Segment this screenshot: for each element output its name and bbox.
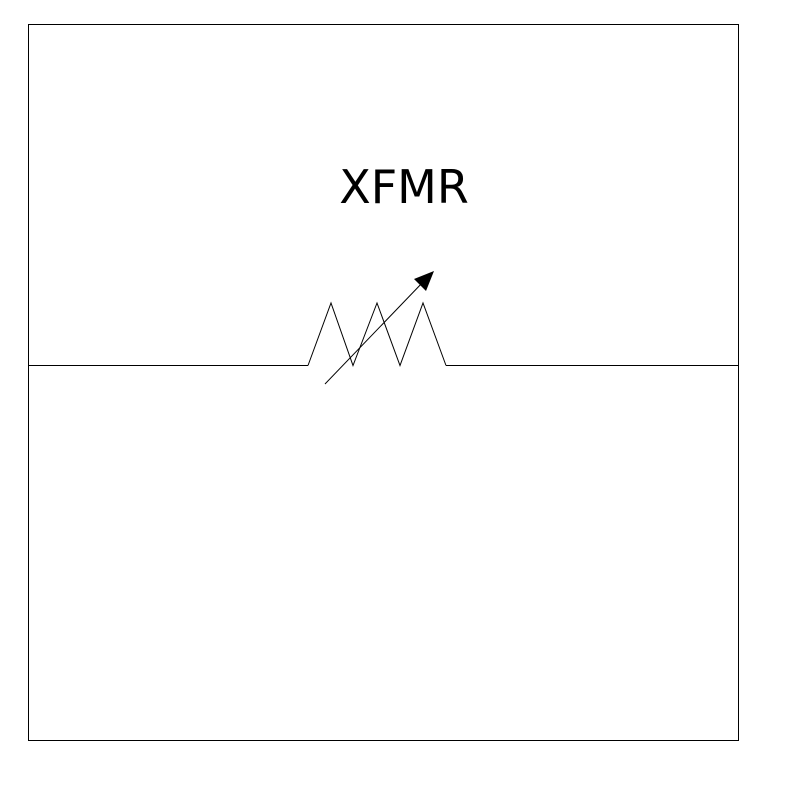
component-label: XFMR xyxy=(339,160,469,214)
diagram-border xyxy=(28,24,739,741)
resistor-zigzag xyxy=(307,301,447,367)
arrowhead-icon xyxy=(414,271,434,291)
variable-arrow xyxy=(324,280,425,385)
variable-resistor-icon xyxy=(307,271,447,385)
